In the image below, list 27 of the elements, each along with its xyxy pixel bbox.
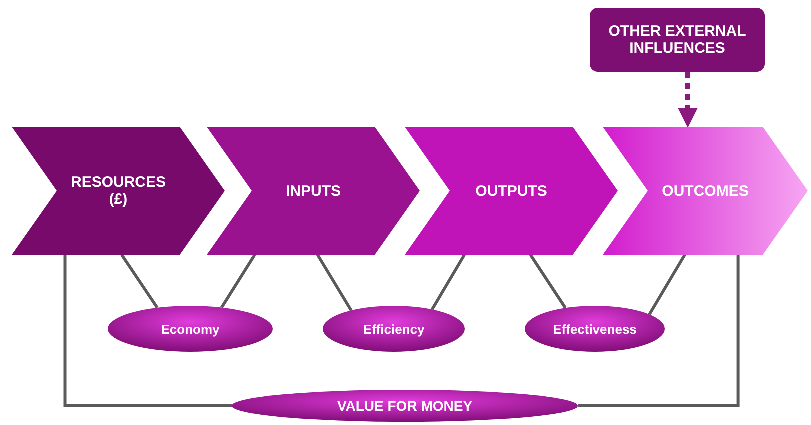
connector-line xyxy=(431,254,466,310)
connector-line xyxy=(220,254,256,309)
connector-line xyxy=(648,254,686,316)
node-label: OTHER EXTERNAL INFLUENCES xyxy=(608,23,748,57)
arrow xyxy=(678,72,698,128)
ellipse-node xyxy=(232,390,578,422)
chevron-step xyxy=(12,127,225,255)
node-label: INPUTS xyxy=(284,182,342,200)
chevron-step xyxy=(207,127,420,255)
node-label: Effectiveness xyxy=(552,322,638,336)
connector-line xyxy=(578,255,740,408)
node-label: Economy xyxy=(160,322,221,336)
node-label: OUTPUTS xyxy=(474,182,548,200)
ellipse-node xyxy=(323,306,465,352)
node-label: VALUE FOR MONEY xyxy=(336,398,474,414)
connector-line xyxy=(529,254,567,309)
connector-line xyxy=(120,254,159,309)
ellipse-node xyxy=(108,306,273,352)
ellipse-node xyxy=(525,306,665,352)
chevron-step xyxy=(405,127,618,255)
connector-line xyxy=(316,254,353,312)
callout-box xyxy=(590,8,765,72)
node-label: RESOURCES (£) xyxy=(70,174,168,208)
node-label: Efficiency xyxy=(362,322,426,336)
connector-line xyxy=(64,255,232,408)
node-label: OUTCOMES xyxy=(661,182,750,200)
chevron-step xyxy=(603,127,808,255)
